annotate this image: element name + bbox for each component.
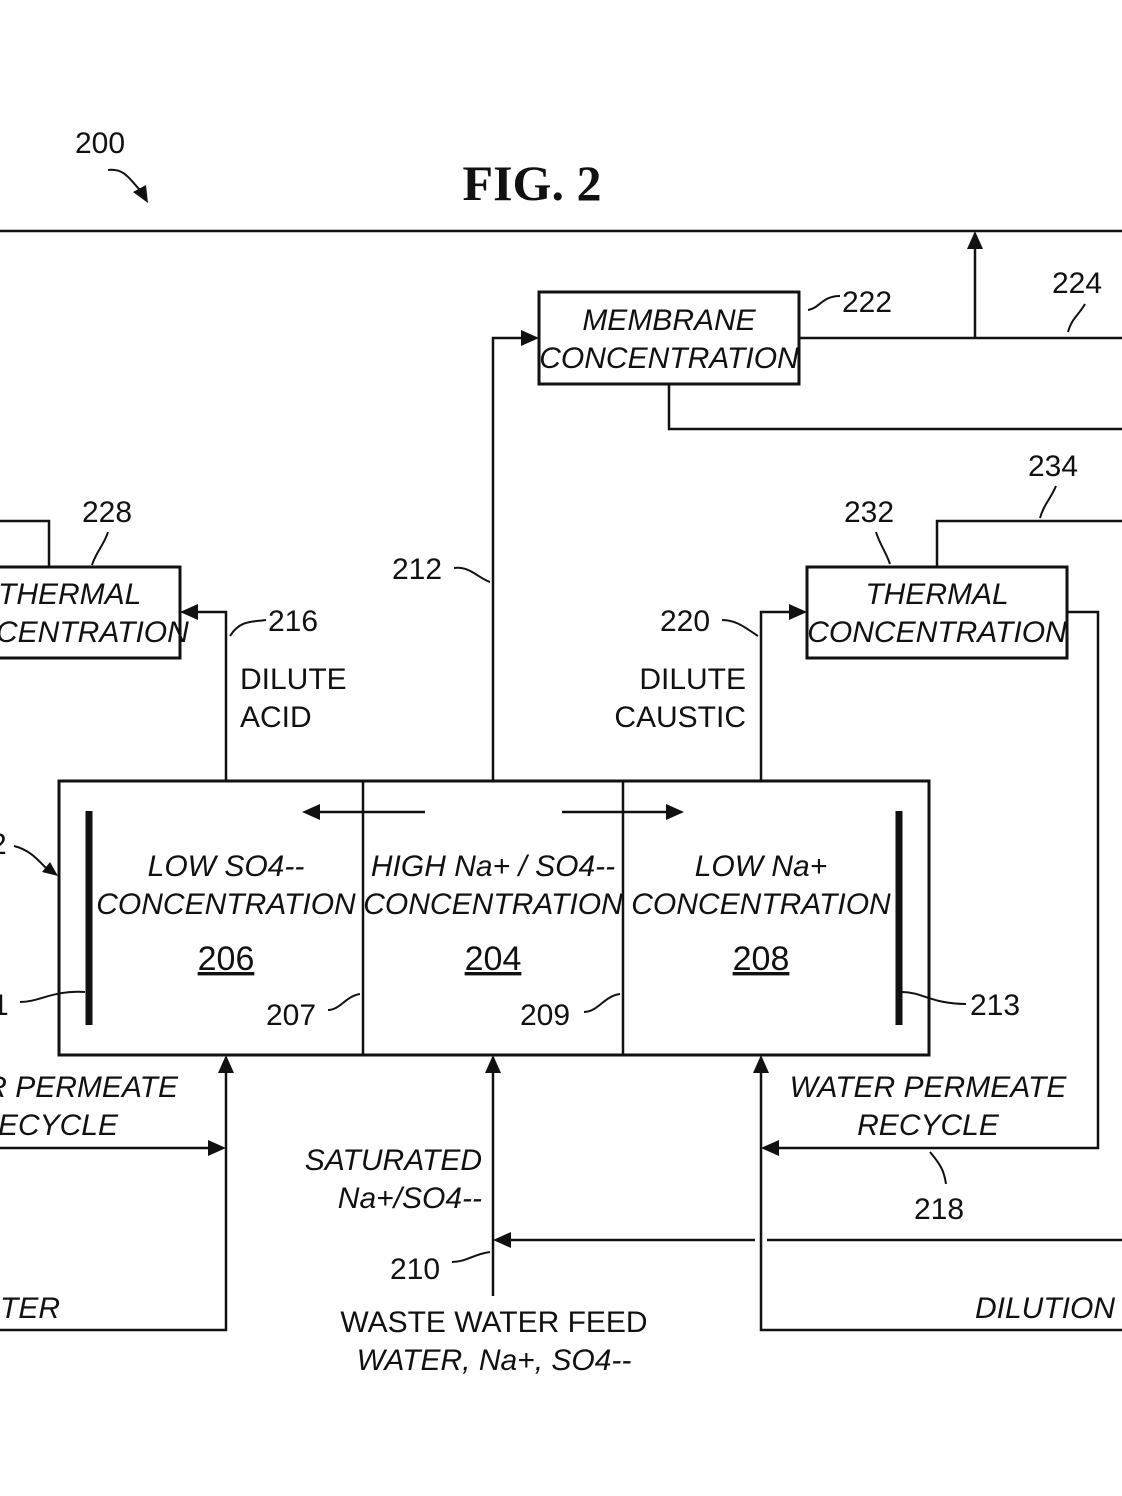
stream-216-line: [196, 612, 226, 781]
waste-feed-line2: WATER, Na+, SO4--: [357, 1344, 632, 1377]
cell-left-line2: CONCENTRATION: [96, 888, 356, 921]
permeate-right-line2: RECYCLE: [857, 1109, 1000, 1142]
dilute-caustic-line2: CAUSTIC: [614, 701, 746, 734]
figure-reference-200: 200: [75, 127, 125, 160]
dilution-water-arrowhead: [753, 1055, 769, 1073]
ref-220-leader: [722, 620, 758, 636]
saturated-recycle-arrowhead: [493, 1232, 511, 1248]
cell-center-ref-204: 204: [465, 940, 522, 978]
thermal-left-line1: THERMAL: [0, 578, 141, 611]
figure-title: FIG. 2: [463, 155, 602, 211]
membrane-box-line2: CONCENTRATION: [539, 342, 799, 375]
waste-feed-arrowhead: [485, 1055, 501, 1073]
waste-feed-line1: WASTE WATER FEED: [340, 1306, 647, 1339]
stream-212-line: [493, 338, 525, 781]
stream-220-line: [761, 612, 791, 781]
ref-234-leader: [1040, 486, 1056, 518]
ref-216-leader: [230, 620, 266, 636]
dilute-caustic-line1: DILUTE: [639, 663, 746, 696]
ref-212-leader: [454, 568, 490, 582]
permeate-left-arrowhead: [208, 1140, 226, 1156]
ref-211-partial: 1: [0, 989, 9, 1022]
stream-218-arrowhead: [761, 1140, 779, 1156]
ref-228: 228: [82, 496, 132, 529]
ref-218: 218: [914, 1193, 964, 1226]
cell-right-line2: CONCENTRATION: [631, 888, 891, 921]
cell-right-line1: LOW Na+: [695, 850, 828, 883]
stream-212-arrowhead: [521, 330, 539, 346]
thermal-left-line2: CENTRATION: [0, 616, 189, 649]
thermal-right-outlet-line: [937, 521, 1122, 567]
saturated-line2: Na+/SO4--: [338, 1182, 482, 1215]
ref-224: 224: [1052, 267, 1102, 300]
dilute-acid-line2: ACID: [240, 701, 312, 734]
figure-reference-leader: [108, 170, 140, 190]
ref-218-leader: [930, 1152, 946, 1184]
ref-222-leader: [808, 296, 840, 310]
water-left-label: TER: [0, 1292, 60, 1325]
ref-209: 209: [520, 999, 570, 1032]
ref-224-leader: [1068, 304, 1085, 332]
ref-232: 232: [844, 496, 894, 529]
ref-220: 220: [660, 605, 710, 638]
ref-222: 222: [842, 286, 892, 319]
cell-right-ref-208: 208: [733, 940, 790, 978]
ref-207: 207: [266, 999, 316, 1032]
dilution-water-label: DILUTION W: [975, 1292, 1122, 1325]
permeate-right-line1: WATER PERMEATE: [790, 1071, 1068, 1104]
cell-center-line2: CONCENTRATION: [363, 888, 623, 921]
figure-reference-arrowhead: [133, 185, 148, 203]
thermal-right-line1: THERMAL: [865, 578, 1008, 611]
cell-left-ref-206: 206: [198, 940, 255, 978]
cell-center-line1: HIGH Na+ / SO4--: [371, 850, 615, 883]
ref-210: 210: [390, 1253, 440, 1286]
membrane-concentrate-line: [669, 384, 1122, 429]
permeate-left-line1: ER PERMEATE: [0, 1071, 179, 1104]
membrane-box-line1: MEMBRANE: [582, 304, 756, 337]
ref-202-leader: [14, 846, 46, 868]
ref-210-leader: [452, 1252, 490, 1262]
ref-202-arrowhead: [42, 862, 58, 876]
ref-202-partial: 2: [0, 828, 7, 861]
permeate-left-line2: RECYCLE: [0, 1109, 119, 1142]
ref-228-leader: [92, 532, 108, 565]
water-left-arrowhead: [218, 1055, 234, 1073]
output-riser-arrowhead: [967, 231, 983, 249]
dilute-acid-line1: DILUTE: [240, 663, 347, 696]
thermal-right-line2: CONCENTRATION: [807, 616, 1067, 649]
cell-left-line1: LOW SO4--: [148, 850, 305, 883]
saturated-line1: SATURATED: [305, 1144, 482, 1177]
ref-234: 234: [1028, 450, 1078, 483]
ref-232-leader: [876, 532, 890, 564]
ref-216: 216: [268, 605, 318, 638]
stream-220-arrowhead: [789, 604, 807, 620]
ref-212: 212: [392, 553, 442, 586]
ref-213: 213: [970, 989, 1020, 1022]
thermal-left-outlet-line: [0, 521, 49, 567]
